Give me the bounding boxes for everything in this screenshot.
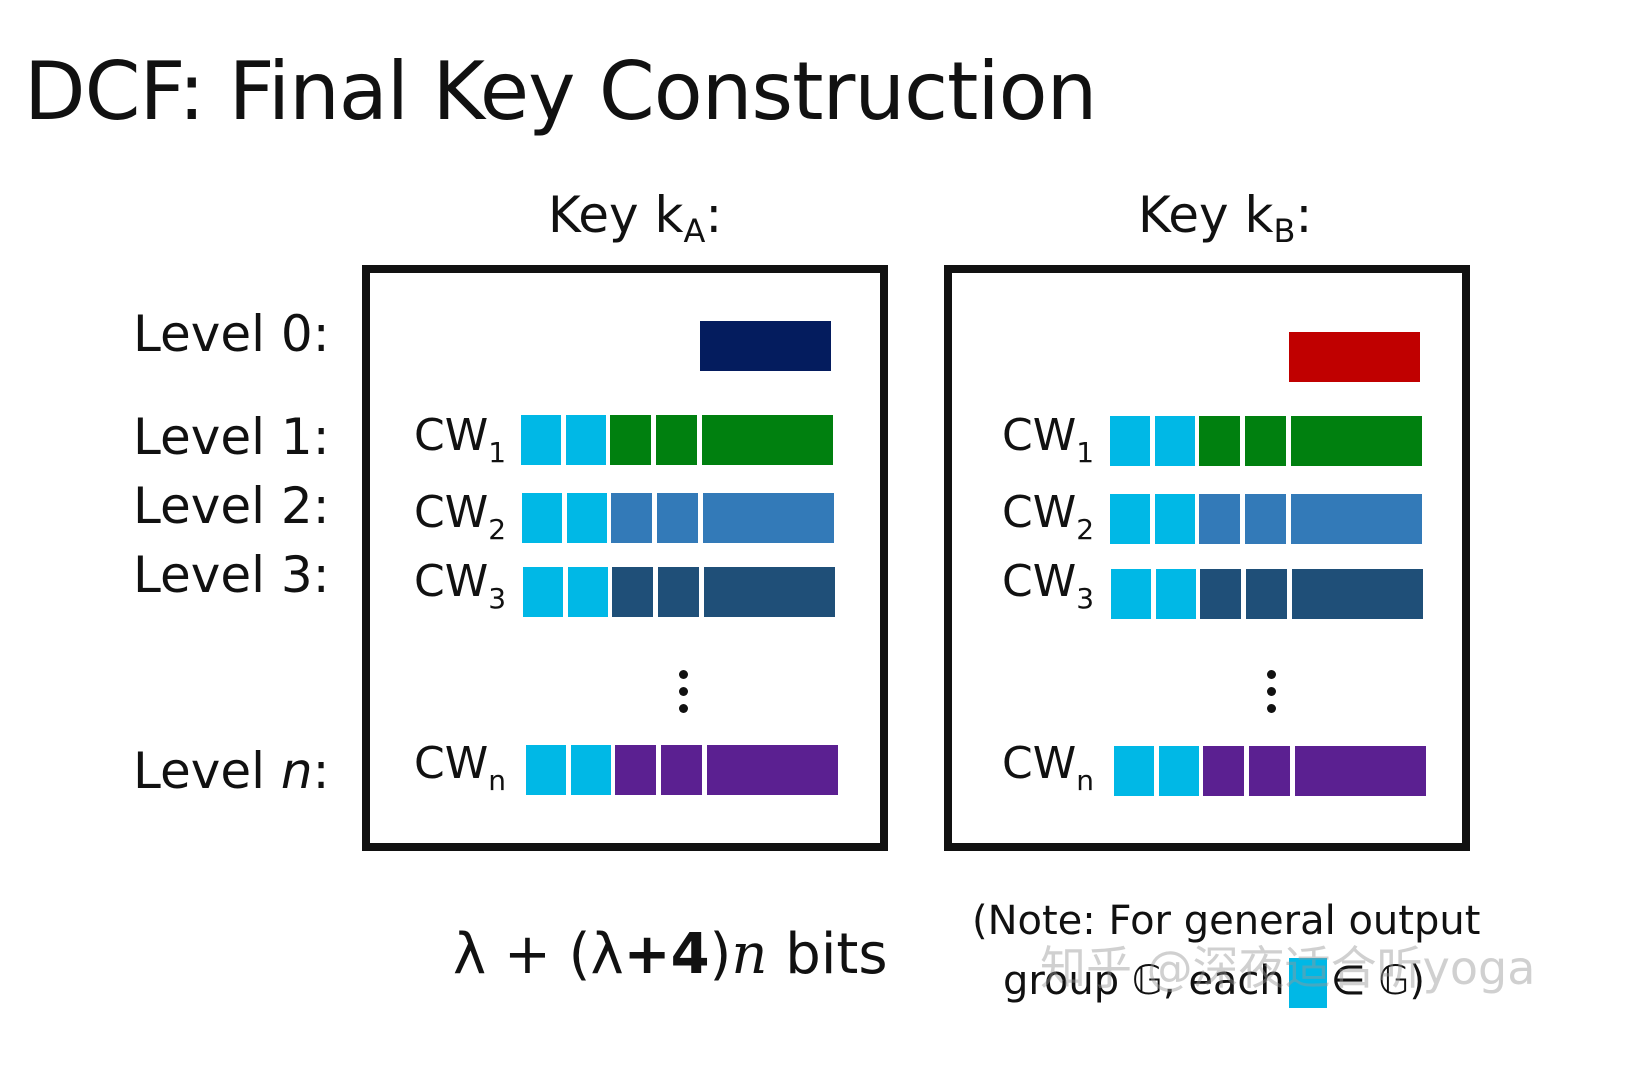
key-b-cwn-block-2 [1159, 746, 1199, 796]
key-a-cw2-block-1 [522, 493, 562, 543]
note-line-1: (Note: For general output [972, 898, 1481, 944]
key-a-cw1-block-1 [521, 415, 561, 465]
key-a-cw3-block-4 [658, 567, 699, 617]
key-a-cwn-label: CWn [414, 738, 506, 797]
key-b-cw1-block-2 [1155, 416, 1195, 466]
key-a-cw1-block-2 [566, 415, 606, 465]
key-b-cw1-block-5 [1291, 416, 1422, 466]
key-b-cw2-block-4 [1245, 494, 1286, 544]
key-a-cw2-row [522, 493, 834, 543]
key-b-cw1-label: CW1 [1002, 410, 1095, 469]
key-a-cw3-block-2 [568, 567, 608, 617]
key-a-ellipsis [679, 670, 689, 721]
key-b-cwn-label: CWn [1002, 738, 1094, 797]
key-a-cwn-block-4 [661, 745, 702, 795]
level-1-label: Level 1: [133, 408, 330, 466]
key-a-cw1-label: CW1 [414, 410, 507, 469]
key-b-cwn-block-4 [1249, 746, 1290, 796]
key-b-cw3-block-3 [1200, 569, 1241, 619]
key-b-cwn-row [1114, 746, 1426, 796]
key-a-box [362, 265, 888, 851]
key-b-seed-block [1289, 332, 1420, 382]
key-a-cwn-block-1 [526, 745, 566, 795]
key-a-cwn-block-3 [615, 745, 656, 795]
key-size-formula: λ + (λ+4)n bits [453, 922, 888, 987]
key-b-cw3-block-5 [1292, 569, 1423, 619]
key-b-cw3-label: CW3 [1002, 556, 1095, 615]
key-a-cw2-label: CW2 [414, 487, 507, 546]
key-a-cw3-row [523, 567, 835, 617]
key-b-label: Key kB: [1138, 186, 1313, 250]
key-a-cw3-label: CW3 [414, 556, 507, 615]
key-a-label: Key kA: [548, 186, 723, 250]
level-3-label: Level 3: [133, 546, 330, 604]
key-a-cw2-block-2 [567, 493, 607, 543]
key-b-cw2-block-3 [1199, 494, 1240, 544]
key-a-seed-block [700, 321, 831, 371]
key-b-cw2-label: CW2 [1002, 487, 1095, 546]
key-a-cwn-block-2 [571, 745, 611, 795]
key-b-cw1-block-3 [1199, 416, 1240, 466]
key-b-cw3-row [1111, 569, 1423, 619]
key-b-cw2-block-2 [1155, 494, 1195, 544]
key-b-box [944, 265, 1470, 851]
key-a-cw3-block-3 [612, 567, 653, 617]
key-b-cw3-block-1 [1111, 569, 1151, 619]
key-a-cw1-block-4 [656, 415, 697, 465]
key-a-cwn-block-5 [707, 745, 838, 795]
key-b-cwn-block-5 [1295, 746, 1426, 796]
key-b-cw1-row [1110, 416, 1422, 466]
key-b-cw1-block-4 [1245, 416, 1286, 466]
key-a-cwn-row [526, 745, 838, 795]
level-0-label: Level 0: [133, 305, 330, 363]
key-b-cw2-block-5 [1291, 494, 1422, 544]
key-b-ellipsis [1267, 670, 1277, 721]
key-b-cw1-block-1 [1110, 416, 1150, 466]
note-line-2: group 𝔾, each∈ 𝔾) [1003, 958, 1425, 1008]
slide-title: DCF: Final Key Construction [24, 45, 1097, 138]
key-a-cw2-block-5 [703, 493, 834, 543]
key-a-cw1-block-3 [610, 415, 651, 465]
key-a-cw2-block-3 [611, 493, 652, 543]
key-b-cwn-block-1 [1114, 746, 1154, 796]
key-b-cw2-row [1110, 494, 1422, 544]
group-element-swatch [1288, 958, 1327, 1008]
key-b-cwn-block-3 [1203, 746, 1244, 796]
watermark: 知乎 @深夜适合听yoga [1040, 941, 1536, 995]
key-b-cw3-block-2 [1156, 569, 1196, 619]
key-a-cw3-block-1 [523, 567, 563, 617]
level-2-label: Level 2: [133, 477, 330, 535]
level-n-label: Level n: [133, 742, 330, 800]
key-a-cw1-block-5 [702, 415, 833, 465]
key-a-cw2-block-4 [657, 493, 698, 543]
key-a-cw1-row [521, 415, 833, 465]
key-a-cw3-block-5 [704, 567, 835, 617]
key-b-cw3-block-4 [1246, 569, 1287, 619]
key-b-cw2-block-1 [1110, 494, 1150, 544]
